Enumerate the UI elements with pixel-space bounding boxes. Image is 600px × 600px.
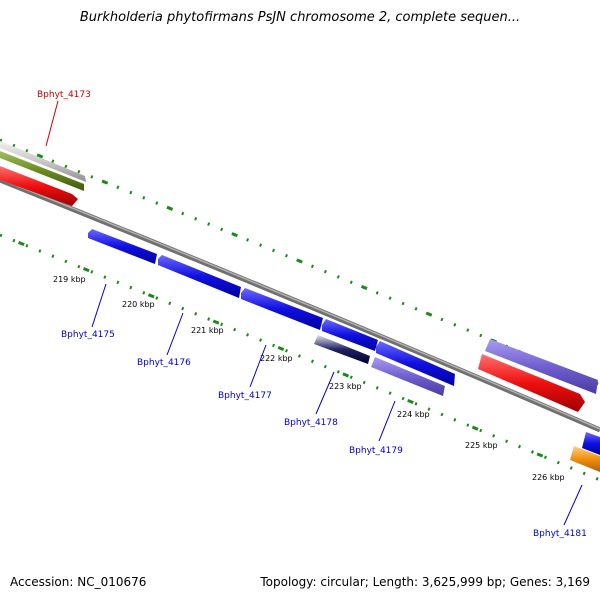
- gene-label-Bphyt_4181[interactable]: Bphyt_4181: [533, 529, 587, 539]
- gene-purple-upper[interactable]: [485, 339, 598, 394]
- gene-blue-right-edge[interactable]: [582, 432, 600, 455]
- inner-tick-ring: [0, 233, 600, 482]
- leader-line-4178: [315, 371, 335, 415]
- gene-Bphyt_4179[interactable]: [371, 357, 445, 396]
- kbp-label-221: 221 kbp: [191, 326, 224, 335]
- outer-major-ticks: [0, 138, 600, 387]
- leader-line-4179: [378, 400, 396, 442]
- gene-Bphyt_4179-fwd[interactable]: [376, 341, 455, 386]
- chromosome-backbone: [0, 177, 600, 433]
- gene-red-lower[interactable]: [478, 354, 585, 412]
- gene-label-Bphyt_4173[interactable]: Bphyt_4173: [37, 90, 91, 100]
- leader-line-4176: [166, 312, 184, 356]
- leader-line-4173: [45, 100, 59, 147]
- gene-Bphyt_4173[interactable]: [0, 166, 78, 206]
- kbp-label-226: 226 kbp: [532, 473, 565, 482]
- inner-major-ticks: [0, 233, 600, 482]
- kbp-label-225: 225 kbp: [465, 441, 498, 450]
- kbp-label-219: 219 kbp: [53, 275, 86, 284]
- kbp-label-224: 224 kbp: [397, 410, 430, 419]
- gene-rna-bar[interactable]: [0, 151, 84, 191]
- gene-label-Bphyt_4178[interactable]: Bphyt_4178: [284, 418, 338, 428]
- gene-Bphyt_4181[interactable]: [570, 446, 600, 472]
- gene-grey-arrow[interactable]: [0, 141, 86, 182]
- gene-Bphyt_4178[interactable]: [314, 335, 370, 364]
- kbp-label-222: 222 kbp: [260, 354, 293, 363]
- gene-Bphyt_4177[interactable]: [241, 288, 323, 330]
- map-title: Burkholderia phytofirmans PsJN chromosom…: [79, 10, 521, 25]
- topology-text: Topology: circular; Length: 3,625,999 bp…: [260, 575, 590, 589]
- gene-label-Bphyt_4176[interactable]: Bphyt_4176: [137, 358, 191, 368]
- leader-line-4175: [91, 283, 107, 328]
- leader-line-4181: [563, 484, 583, 526]
- accession-text: Accession: NC_010676: [10, 575, 147, 589]
- leader-line-4177: [249, 344, 267, 388]
- gene-Bphyt_4175[interactable]: [88, 229, 157, 264]
- gene-label-Bphyt_4177[interactable]: Bphyt_4177: [218, 391, 272, 401]
- gene-label-Bphyt_4175[interactable]: Bphyt_4175: [61, 330, 115, 340]
- kbp-label-220: 220 kbp: [122, 300, 155, 309]
- kbp-label-223: 223 kbp: [329, 382, 362, 391]
- gene-Bphyt_4176[interactable]: [158, 255, 241, 298]
- gene-Bphyt_4178-fwd[interactable]: [322, 319, 378, 351]
- chromosome-backbone-highlight: [0, 178, 600, 430]
- gene-label-Bphyt_4179[interactable]: Bphyt_4179: [349, 446, 403, 456]
